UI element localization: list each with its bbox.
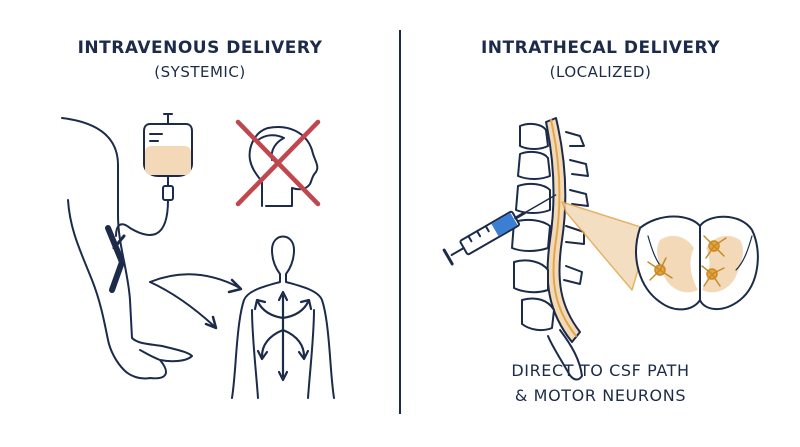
panel-divider bbox=[399, 30, 401, 414]
syringe-icon bbox=[442, 194, 557, 266]
intravenous-title: INTRAVENOUS DELIVERY bbox=[77, 38, 323, 58]
intrathecal-panel: INTRATHECAL DELIVERY (LOCALIZED) bbox=[401, 0, 800, 447]
intrathecal-subtitle: (LOCALIZED) bbox=[549, 63, 652, 81]
iv-bag bbox=[143, 123, 193, 177]
arm-outline bbox=[61, 117, 193, 380]
vein bbox=[105, 225, 125, 293]
zoom-highlight bbox=[561, 201, 651, 291]
iv-tube bbox=[115, 199, 169, 237]
intrathecal-title: INTRATHECAL DELIVERY bbox=[480, 38, 721, 58]
vertebrae bbox=[511, 122, 589, 332]
flow-arrow-lower bbox=[149, 281, 215, 327]
body-distribution-arrows bbox=[253, 290, 313, 382]
motor-neuron-icons bbox=[647, 235, 727, 287]
flow-arrow-upper bbox=[149, 273, 241, 289]
caption-line-1: DIRECT TO CSF PATH bbox=[511, 361, 690, 380]
intravenous-subtitle: (SYSTEMIC) bbox=[154, 63, 246, 81]
cross-mark-icon bbox=[235, 119, 321, 207]
drip-chamber bbox=[162, 185, 174, 201]
intravenous-panel: INTRAVENOUS DELIVERY (SYSTEMIC) bbox=[61, 38, 335, 399]
sacrum bbox=[547, 329, 583, 381]
iv-bag-fluid bbox=[145, 146, 191, 175]
caption-line-2: & MOTOR NEURONS bbox=[514, 386, 687, 405]
intravenous-illustration bbox=[61, 113, 335, 399]
intrathecal-illustration bbox=[442, 117, 759, 381]
spinal-cord-cross-section bbox=[635, 215, 759, 311]
body-outline bbox=[231, 235, 335, 399]
